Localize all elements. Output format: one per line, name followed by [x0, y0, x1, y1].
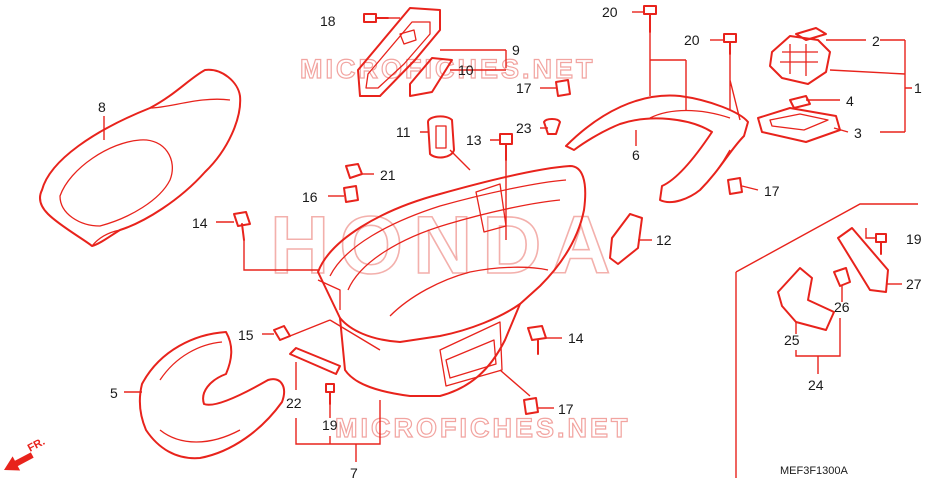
front-direction-arrow-icon: [4, 452, 34, 471]
callout-1: 1: [914, 80, 922, 96]
part-9-cover-panel: [357, 7, 441, 97]
part-11-trim: [427, 115, 455, 159]
callout-12: 12: [656, 232, 672, 248]
callout-18: 18: [320, 13, 336, 29]
part-8-seat-cover: [39, 68, 242, 247]
callout-19a: 19: [906, 231, 922, 247]
part-23-cushion: [543, 118, 561, 135]
callout-26: 26: [834, 299, 850, 315]
part-17-clip-b: [727, 177, 743, 195]
callout-21: 21: [380, 167, 396, 183]
callout-14a: 14: [192, 215, 208, 231]
callout-5: 5: [110, 385, 118, 401]
callout-19b: 19: [322, 417, 338, 433]
part-22-strap: [289, 347, 341, 375]
callout-15: 15: [238, 327, 254, 343]
watermark-site-top: MICROFICHES.NET: [300, 54, 596, 84]
callout-22: 22: [286, 395, 302, 411]
part-19-screw-a: [875, 233, 887, 255]
callout-17b: 17: [764, 183, 780, 199]
callout-3: 3: [854, 125, 862, 141]
part-10-pad: [409, 57, 453, 97]
callout-20b: 20: [684, 32, 700, 48]
part-18-bolt: [363, 13, 389, 23]
watermark-brand: HONDA: [270, 200, 621, 291]
callout-8: 8: [98, 99, 106, 115]
callout-2: 2: [872, 33, 880, 49]
callout-16: 16: [302, 189, 318, 205]
part-14-bolt-b: [527, 325, 547, 355]
callout-9: 9: [512, 42, 520, 58]
part-25-socket: [777, 267, 835, 331]
part-3-light-base: [757, 107, 841, 143]
callout-6: 6: [632, 147, 640, 163]
part-17-clip-c: [523, 397, 539, 415]
callout-10: 10: [458, 62, 474, 78]
part-5-front-cover: [138, 331, 286, 460]
callout-13: 13: [466, 132, 482, 148]
callout-17a: 17: [516, 80, 532, 96]
callout-20a: 20: [602, 4, 618, 20]
part-24-sub-assembly-frame: [735, 203, 918, 478]
part-20-screw-b: [723, 33, 737, 55]
callout-7: 7: [350, 465, 358, 481]
callout-27: 27: [906, 276, 922, 292]
part-15-clip: [273, 325, 291, 341]
part-17-clip-a: [555, 79, 571, 97]
part-13-bolt: [499, 133, 513, 161]
part-16-collar: [343, 185, 359, 203]
part-12-bracket: [609, 213, 643, 265]
callout-14b: 14: [568, 330, 584, 346]
callout-11: 11: [396, 124, 411, 140]
callout-4: 4: [846, 93, 854, 109]
front-label: FR.: [26, 436, 47, 455]
part-26-bulb: [833, 267, 851, 287]
part-19-screw-b: [325, 383, 335, 405]
leader-lines: [103, 11, 912, 462]
callout-25: 25: [784, 332, 800, 348]
part-20-screw-a: [643, 5, 657, 33]
part-4-bulb: [789, 95, 811, 109]
part-14-bolt-a: [233, 211, 251, 241]
part-21-nut: [345, 163, 363, 179]
diagram-code: MEF3F1300A: [780, 465, 849, 477]
part-6-rear-frame: [565, 94, 749, 204]
part-1-housing: [769, 35, 831, 85]
callout-17c: 17: [558, 401, 574, 417]
callout-23: 23: [516, 120, 532, 136]
watermark-site-bottom: MICROFICHES.NET: [335, 413, 631, 443]
part-27-reflector: [837, 227, 889, 293]
callout-24: 24: [808, 377, 824, 393]
